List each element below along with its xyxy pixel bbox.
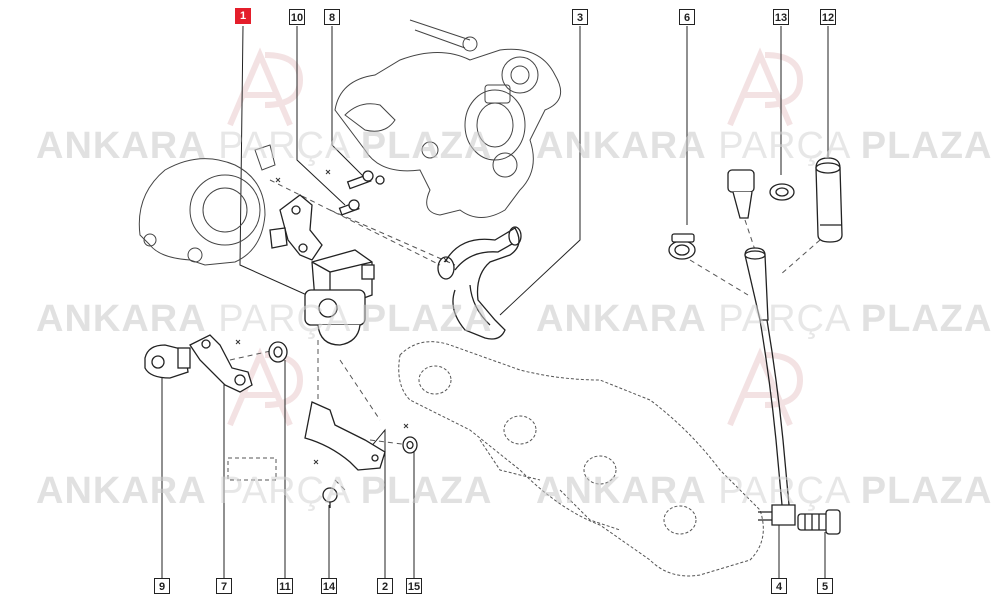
callout-label-4[interactable]: 4	[771, 578, 787, 594]
watermark-text: ANKARA PARÇA PLAZA	[536, 470, 993, 512]
bolt-part	[338, 170, 385, 216]
watermark-text: ANKARA PARÇA PLAZA	[36, 470, 493, 512]
callout-label-12[interactable]: 12	[820, 9, 836, 25]
watermark-logo	[227, 47, 804, 427]
callout-label-8[interactable]: 8	[324, 9, 340, 25]
watermark-text: ANKARA PARÇA PLAZA	[536, 125, 993, 167]
watermark-text: ANKARA PARÇA PLAZA	[536, 298, 993, 340]
exhaust-manifold-outline	[398, 341, 764, 577]
leader-lines	[161, 25, 829, 578]
callout-label-2[interactable]: 2	[377, 578, 393, 594]
callout-label-3[interactable]: 3	[572, 9, 588, 25]
callout-label-11[interactable]: 11	[277, 578, 293, 594]
callout-label-1[interactable]: 1	[235, 8, 251, 24]
lever-arm-part	[189, 334, 253, 393]
banjo-bolt-part	[797, 509, 841, 535]
hose-part	[815, 157, 843, 243]
watermark-text: ANKARA PARÇA PLAZA	[36, 125, 493, 167]
callout-label-10[interactable]: 10	[289, 9, 305, 25]
sensor-pipe-part	[744, 247, 796, 526]
screw-part	[322, 487, 338, 508]
bracket-part	[269, 194, 323, 261]
callout-label-5[interactable]: 5	[817, 578, 833, 594]
egr-valve-part	[304, 249, 375, 346]
turbocharger-outline	[334, 19, 562, 218]
vacuum-pump-outline	[138, 144, 276, 266]
callout-label-14[interactable]: 14	[321, 578, 337, 594]
dashed-placeholder-box	[227, 457, 277, 481]
washer-part	[268, 341, 288, 363]
callout-label-13[interactable]: 13	[773, 9, 789, 25]
assembly-dash-lines	[229, 179, 821, 521]
hose-clamp-part	[668, 233, 696, 260]
watermark-text: ANKARA PARÇA PLAZA	[36, 298, 493, 340]
pressure-sensor-part	[727, 169, 795, 219]
callout-label-15[interactable]: 15	[406, 578, 422, 594]
egr-pipe-part	[437, 226, 522, 340]
callout-label-7[interactable]: 7	[216, 578, 232, 594]
callout-label-9[interactable]: 9	[154, 578, 170, 594]
sensor-connector-part	[144, 344, 191, 379]
heat-shield-part	[304, 401, 386, 471]
callout-label-6[interactable]: 6	[679, 9, 695, 25]
nut-part	[402, 436, 418, 454]
